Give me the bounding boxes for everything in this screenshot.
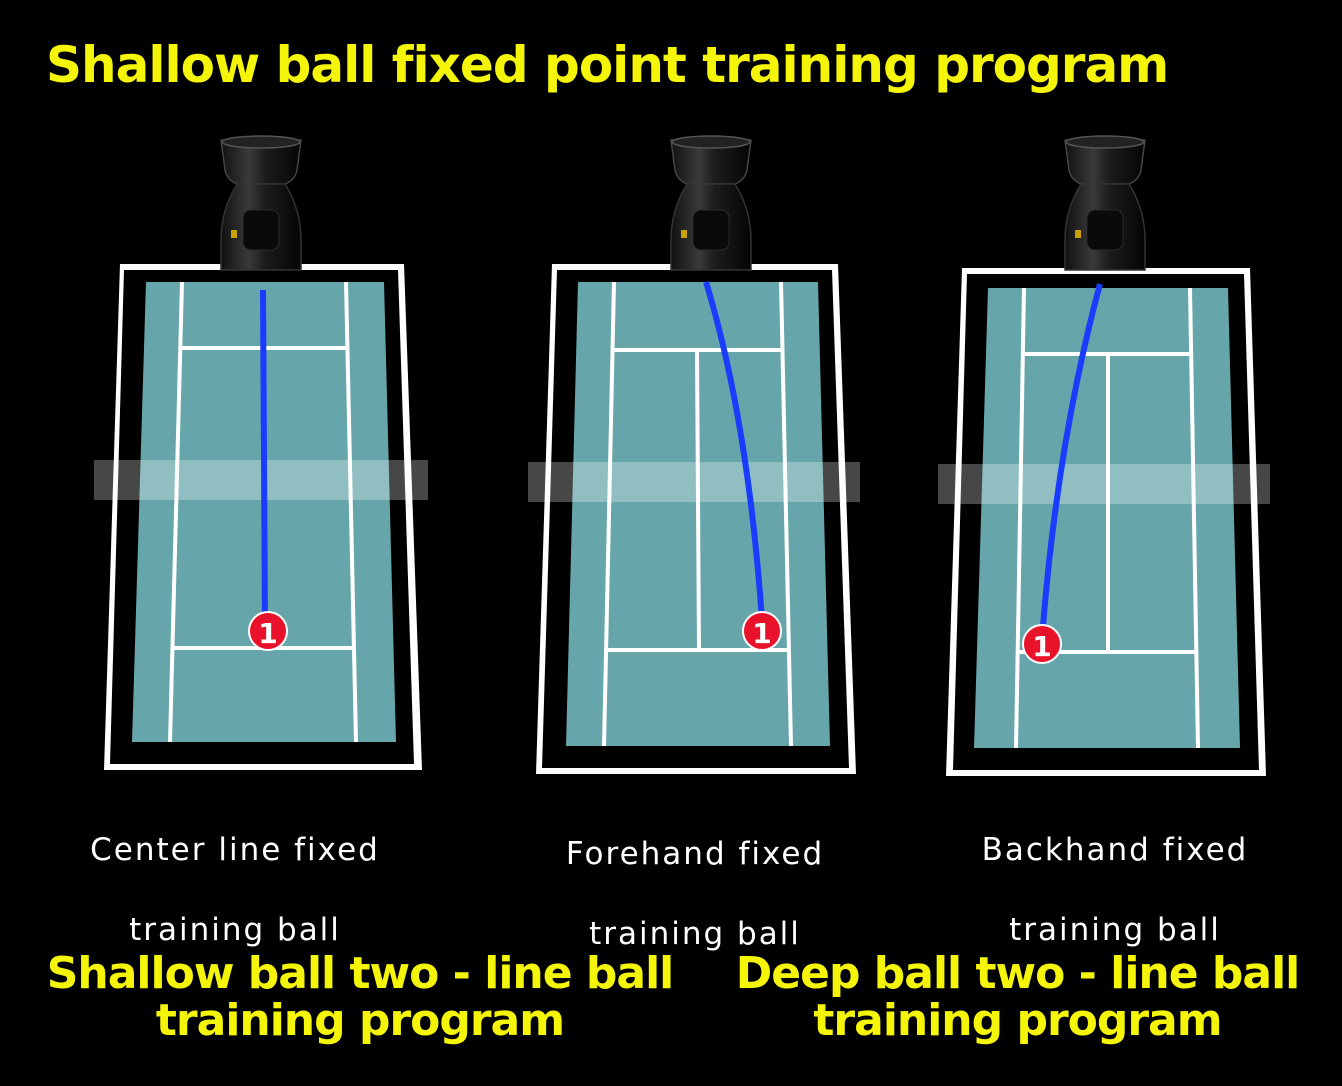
caption-line: Forehand fixed — [565, 836, 825, 872]
caption-line: Center line fixed — [90, 832, 380, 868]
net-band — [938, 464, 1270, 504]
target-marker-icon: 1 — [742, 611, 782, 651]
caption-line: training ball — [129, 912, 341, 948]
bottom-title-line: training program — [155, 995, 565, 1046]
court-panel-center: 1 — [94, 135, 428, 770]
svg-text:1: 1 — [258, 617, 277, 650]
ball-path — [1040, 283, 1103, 627]
net-band — [94, 460, 428, 500]
net-band — [528, 462, 860, 502]
ball-path — [260, 289, 268, 629]
caption-forehand: Forehand fixed training ball — [520, 794, 870, 994]
ball-path — [703, 281, 765, 621]
bottom-title-line: Shallow ball two - line ball — [46, 948, 675, 999]
bottom-title-shallow: Shallow ball two - line ball training pr… — [30, 950, 690, 1044]
ball-machine-icon — [1064, 135, 1146, 271]
caption-center: Center line fixed training ball — [60, 790, 410, 990]
target-marker-icon: 1 — [1022, 624, 1062, 664]
bottom-title-line: training program — [813, 995, 1222, 1046]
bottom-title-deep: Deep ball two - line ball training progr… — [705, 950, 1330, 1044]
ball-machine-icon — [670, 135, 752, 271]
ball-machine-icon — [220, 135, 302, 271]
court-panel-backhand: 1 — [938, 135, 1270, 776]
caption-line: Backhand fixed — [981, 832, 1249, 868]
svg-text:1: 1 — [752, 617, 771, 650]
svg-text:1: 1 — [1032, 630, 1051, 663]
page-title: Shallow ball fixed point training progra… — [46, 36, 1169, 94]
bottom-title-line: Deep ball two - line ball — [735, 948, 1301, 999]
target-marker-icon: 1 — [248, 611, 288, 651]
caption-line: training ball — [589, 916, 801, 952]
caption-backhand: Backhand fixed training ball — [940, 790, 1290, 990]
court-panel-forehand: 1 — [528, 135, 860, 774]
caption-line: training ball — [1009, 912, 1221, 948]
